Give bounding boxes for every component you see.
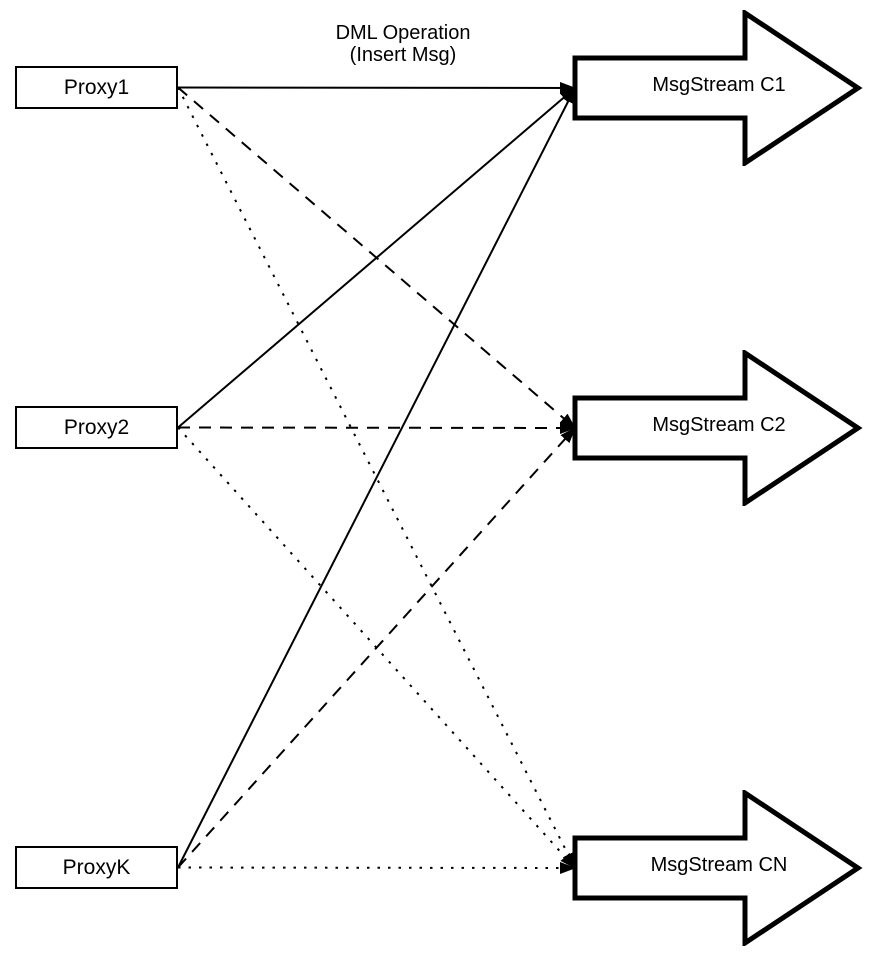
edge-proxy2-to-cn [177,426,576,869]
big-arrow-icon [572,350,863,506]
edge-proxyk-to-cn [177,861,576,874]
msgstream-cn-label: MsgStream CN [650,854,788,876]
edge-proxy2-to-c2 [177,421,576,434]
edge-proxy1-to-c1 [177,81,576,94]
node-msgstream-cn: MsgStream CN [572,790,866,946]
node-proxyk: ProxyK [15,846,178,889]
node-msgstream-c1: MsgStream C1 [572,10,866,166]
big-arrow-icon [572,790,863,946]
node-proxy2: Proxy2 [15,406,178,449]
edge-proxy2-to-c1 [177,87,576,429]
dml-operation-label: DML Operation (Insert Msg) [293,22,513,66]
edge-proxy1-to-c2 [177,86,576,429]
big-arrow-icon [572,10,863,166]
dml-operation-label-line2: (Insert Msg) [349,44,457,66]
proxy1-label: Proxy1 [63,75,130,99]
edge-proxyk-to-c2 [177,427,576,869]
dml-operation-label-line1: DML Operation [335,22,471,44]
edge-proxy1-to-cn [177,87,576,869]
node-proxy1: Proxy1 [15,66,178,109]
edge-proxyk-to-c1 [177,87,576,868]
msgstream-c1-label: MsgStream C1 [652,74,786,96]
proxyk-label: ProxyK [62,855,131,879]
msgstream-c2-label: MsgStream C2 [652,414,786,436]
node-msgstream-c2: MsgStream C2 [572,350,866,506]
proxy2-label: Proxy2 [63,415,130,439]
